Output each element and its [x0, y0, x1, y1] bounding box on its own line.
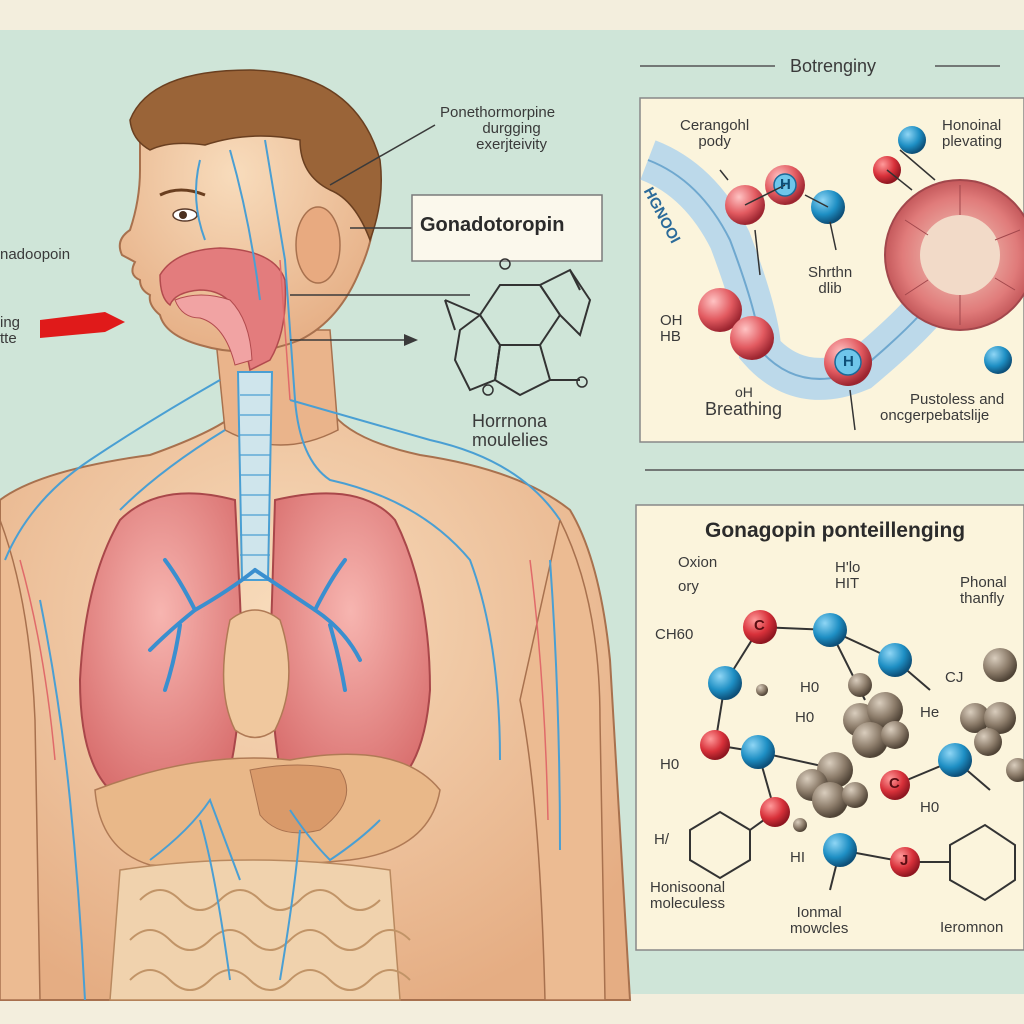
h0-label-c: H0 — [660, 756, 680, 773]
oxygen-atom-top — [499, 258, 511, 270]
eyebrow — [159, 188, 206, 197]
cerangohl-label: Cerangohl pody — [680, 117, 750, 150]
atom-red-3 — [730, 316, 774, 360]
oral-cavity — [174, 294, 253, 366]
vessel-network — [4, 139, 561, 1001]
human-figure — [0, 69, 632, 1001]
oh-hb-label: OH HB — [660, 312, 683, 345]
h0-label-a: H0 — [800, 679, 820, 696]
atom-grey-d — [852, 722, 888, 758]
hormone-structure — [444, 268, 592, 397]
atom-grey-k — [960, 703, 990, 733]
oxygen-atom-right — [576, 376, 588, 388]
atom-blue-3 — [984, 346, 1012, 374]
hb-label: HI — [790, 849, 805, 866]
atom-grey-h — [812, 782, 848, 818]
atom-blue-d — [741, 735, 775, 769]
shrthn-label: Shrthn dlib — [808, 264, 853, 297]
bronchi — [148, 558, 362, 692]
red-arrow — [40, 312, 125, 338]
left-arm — [0, 519, 41, 1001]
header-label: Botrenginy — [790, 56, 877, 76]
pupil — [179, 211, 187, 219]
leader-arrowhead — [404, 334, 418, 346]
honoinal-label: Honoinal plevating — [942, 117, 1003, 150]
atom-grey-o — [756, 684, 768, 696]
he-label: He — [920, 704, 940, 721]
phonal-label: Phonal thanfly — [960, 574, 1007, 607]
cq-label: CJ — [945, 669, 964, 686]
intestine-coils — [129, 889, 411, 991]
trachea-rings — [240, 394, 270, 556]
top-panel-arrows — [719, 149, 936, 431]
leromnon-label: Ieromnon — [940, 919, 1004, 936]
breathing-label: oH Breathing — [705, 384, 783, 419]
ionmal-label: Ionmal mowcles — [790, 904, 849, 937]
atom-grey-c — [867, 692, 903, 728]
tissue-lines — [904, 185, 1021, 325]
oxygen-atom-left — [482, 384, 494, 396]
stomach — [249, 764, 348, 834]
ear — [295, 206, 341, 284]
h0-label-d: H0 — [920, 799, 940, 816]
bottom-atoms — [700, 610, 1024, 877]
atom-j — [890, 847, 920, 877]
atom-c-1 — [743, 610, 777, 644]
left-cut-label-2: ing tte — [0, 314, 21, 347]
tissue-core — [920, 215, 1000, 295]
h0-label-b: H0 — [795, 709, 815, 726]
hormonal-molecules-label: Honisoonal moleculess — [650, 879, 726, 912]
atom-blue-c — [708, 666, 742, 700]
atom-h-label-2: H — [843, 353, 854, 370]
atom-grey-n — [1006, 758, 1024, 782]
hi-label: H'lo HIT — [835, 559, 861, 592]
atom-grey-m — [974, 728, 1002, 756]
atom-c-label-2: C — [889, 775, 900, 792]
right-arm — [519, 517, 606, 1001]
bottom-panel — [635, 504, 1024, 951]
nasal-cavity — [159, 247, 287, 372]
hy-label: H/ — [654, 831, 669, 848]
bottom-panel-title: Gonagopin ponteillenging — [705, 519, 966, 542]
atom-blue-a — [813, 613, 847, 647]
atom-red-2 — [698, 288, 742, 332]
atom-c-label-1: C — [754, 617, 765, 634]
intestines — [109, 859, 401, 1001]
ch60-label: CH60 — [655, 626, 694, 643]
atom-h-label-1: H — [780, 176, 791, 193]
atom-red-a — [700, 730, 730, 760]
leader-lines — [290, 124, 470, 341]
atom-grey-i — [842, 782, 868, 808]
atom-grey-l — [984, 702, 1016, 734]
atom-red-b — [760, 797, 790, 827]
note-ponethormorpine: Ponethormorpine durgging exerjteivity — [440, 104, 556, 153]
atom-blue-b — [878, 643, 912, 677]
hair — [129, 69, 382, 243]
atom-grey-a — [848, 673, 872, 697]
atom-c-2 — [880, 770, 910, 800]
oxion-label: Oxion ory — [678, 554, 718, 595]
atom-grey-p — [793, 818, 807, 832]
gonad-box-label: Gonadotoropin — [420, 214, 565, 236]
atom-blue-2 — [898, 126, 926, 154]
atom-j-label: J — [900, 852, 909, 869]
atom-blue-f — [823, 833, 857, 867]
pustoless-label: Pustoless and oncgerpebatslije — [880, 391, 1005, 424]
gonad-box — [411, 194, 603, 262]
atom-blue-e — [938, 743, 972, 777]
mediastinum — [222, 609, 290, 739]
hormone-molecules-label: Horrnona moulelies — [472, 411, 549, 450]
atom-grey-j — [983, 648, 1017, 682]
atom-grey-e — [881, 721, 909, 749]
trachea — [236, 371, 274, 581]
left-cut-label-1: nadoopoin — [0, 246, 71, 263]
artery-network — [19, 259, 549, 821]
